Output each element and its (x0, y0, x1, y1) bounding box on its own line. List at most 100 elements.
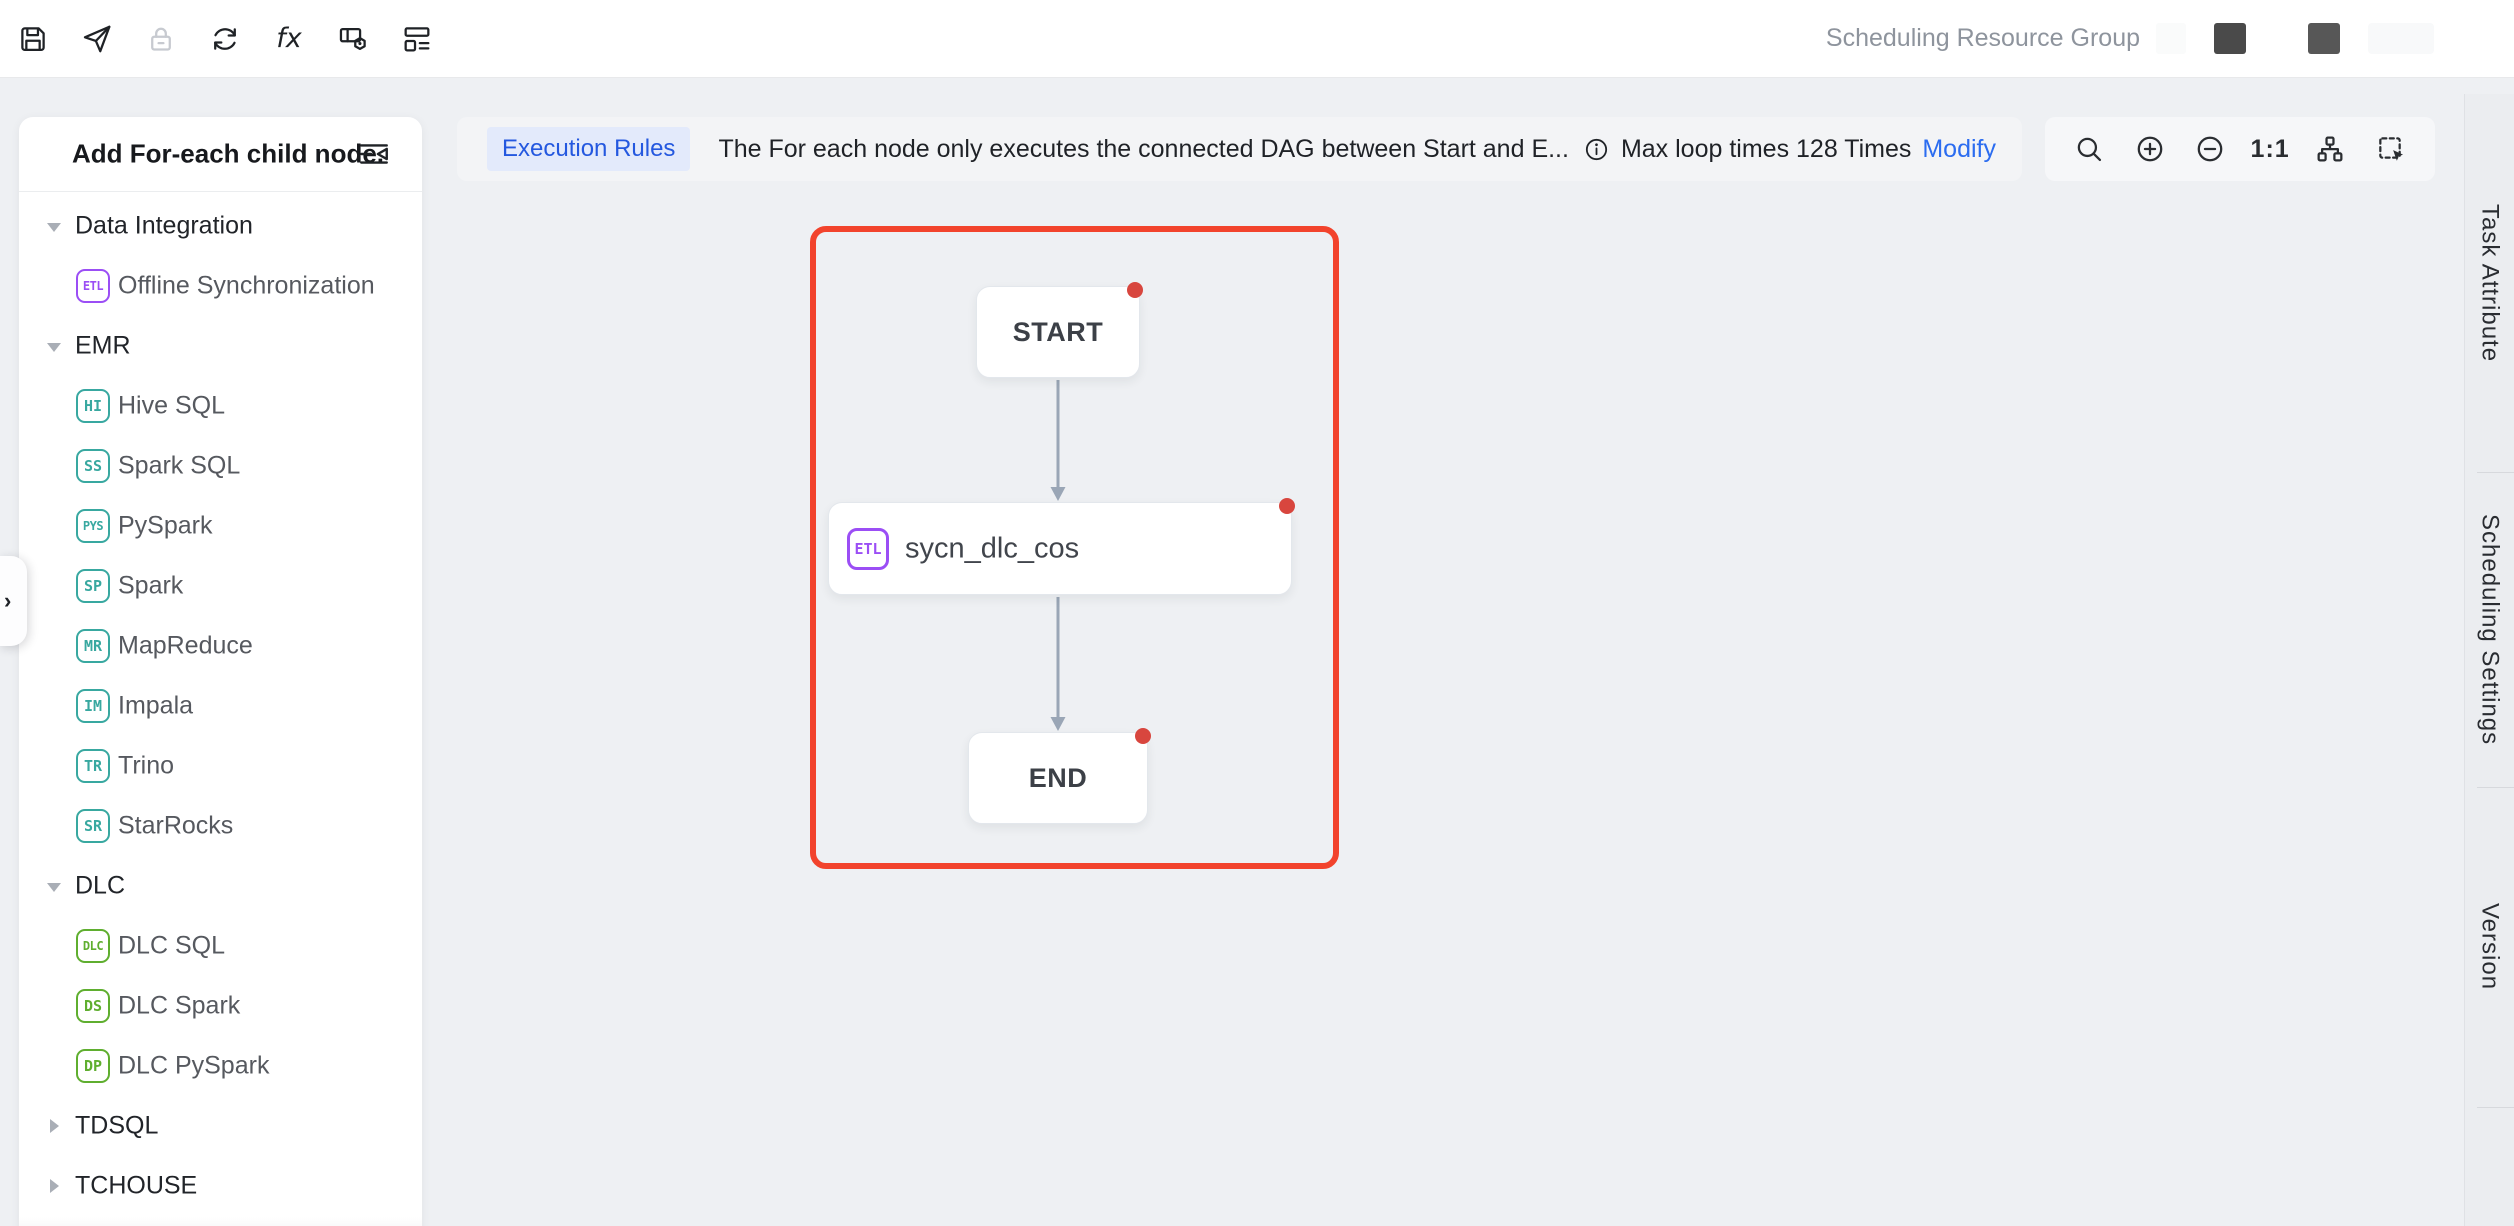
task-node-name: sycn_dlc_cos (905, 532, 1080, 564)
divider (2477, 1107, 2514, 1108)
lock-button[interactable] (138, 16, 184, 62)
item-label: StarRocks (118, 811, 234, 840)
tab-dependencies[interactable]: Dependencies (2465, 1107, 2514, 1226)
sidebar-item-spark-sql[interactable]: SS Spark SQL (19, 436, 422, 496)
function-params-button[interactable]: fx (266, 16, 312, 62)
start-node-label: START (1012, 316, 1104, 347)
sidebar-item-pyspark[interactable]: PYS PySpark (19, 496, 422, 556)
toolbar-icon-group: fx (10, 0, 440, 77)
zoom-in-button[interactable] (2128, 127, 2172, 171)
masked-control-block[interactable] (2214, 23, 2246, 54)
item-label: MapReduce (118, 631, 253, 660)
collapse-panel-icon (360, 144, 388, 164)
refresh-icon (214, 27, 236, 50)
category-label: TDSQL (75, 1111, 159, 1140)
item-label: Spark (118, 571, 184, 600)
sidebar-category-emr[interactable]: EMR (19, 316, 422, 376)
dag-node-end[interactable]: END (968, 728, 1151, 824)
tab-label: Scheduling Settings (2476, 513, 2504, 746)
node-status-dot (1135, 728, 1151, 744)
sidebar-item-dlc-spark[interactable]: DS DLC Spark (19, 976, 422, 1036)
node-type-badge: MR (76, 629, 110, 663)
auto-layout-icon (2317, 136, 2343, 162)
node-type-badge: ETL (76, 269, 110, 303)
node-palette-panel: Add For-each child node. Data Integratio… (19, 117, 422, 1226)
sidebar-item-dlc-sql[interactable]: DLC DLC SQL (19, 916, 422, 976)
sidebar-item-mapreduce[interactable]: MR MapReduce (19, 616, 422, 676)
modify-link[interactable]: Modify (1922, 134, 1996, 163)
caret-down-icon (46, 338, 62, 354)
sidebar-item-impala[interactable]: IM Impala (19, 676, 422, 736)
submit-button[interactable] (74, 16, 120, 62)
masked-control-block[interactable] (2156, 23, 2186, 54)
expand-panel-handle[interactable]: › (0, 556, 27, 646)
scheduling-resource-group-label: Scheduling Resource Group (1825, 24, 2140, 52)
canvas-toolbar: 1:1 (2045, 117, 2435, 181)
node-type-badge: DP (76, 1049, 110, 1083)
item-label: Spark SQL (118, 451, 241, 480)
divider (19, 191, 422, 192)
marquee-select-button[interactable] (2369, 127, 2413, 171)
lock-icon (151, 27, 171, 51)
top-toolbar: fx Scheduling Resource Gr (0, 0, 2514, 78)
sidebar-category-tdsql[interactable]: TDSQL (19, 1096, 422, 1156)
info-icon (1585, 138, 1608, 160)
marquee-select-icon (2378, 137, 2403, 161)
send-icon (83, 25, 111, 52)
topbar-right-group: Scheduling Resource Group (1826, 0, 2434, 77)
sidebar-item-starrocks[interactable]: SR StarRocks (19, 796, 422, 856)
node-type-badge: SS (76, 449, 110, 483)
refresh-button[interactable] (202, 16, 248, 62)
search-node-button[interactable] (2067, 127, 2111, 171)
node-type-badge: IM (76, 689, 110, 723)
auto-layout-button[interactable] (2308, 127, 2352, 171)
save-button[interactable] (10, 16, 56, 62)
node-type-badge: DS (76, 989, 110, 1023)
sidebar-item-dlc-pyspark[interactable]: DP DLC PySpark (19, 1036, 422, 1096)
sidebar-category-tchouse[interactable]: TCHOUSE (19, 1156, 422, 1216)
search-icon (2078, 137, 2102, 162)
item-label: DLC Spark (118, 991, 241, 1020)
max-loop-group: Max loop times 128 Times Modify (1583, 135, 1996, 164)
sidebar-item-trino[interactable]: TR Trino (19, 736, 422, 796)
category-label: TCHOUSE (75, 1171, 198, 1200)
palette-header: Add For-each child node. (19, 117, 422, 191)
sidebar-category-dlc[interactable]: DLC (19, 856, 422, 916)
node-settings-icon (339, 27, 366, 50)
item-label: Offline Synchronization (118, 271, 375, 300)
sidebar-item-spark[interactable]: SP Spark (19, 556, 422, 616)
masked-control-block[interactable] (2308, 23, 2340, 54)
layout-view-button[interactable] (394, 16, 440, 62)
tab-task-attribute[interactable]: Task Attribute (2465, 94, 2514, 472)
save-icon (21, 26, 45, 51)
divider (2477, 472, 2514, 473)
execution-rules-text: The For each node only executes the conn… (718, 134, 1569, 163)
node-config-button[interactable] (330, 16, 376, 62)
etl-badge: ETL (847, 527, 889, 570)
tab-version[interactable]: Version (2465, 787, 2514, 1107)
masked-control-block[interactable] (2368, 23, 2434, 54)
node-type-badge: TR (76, 749, 110, 783)
zoom-out-button[interactable] (2188, 127, 2232, 171)
zoom-reset-button[interactable]: 1:1 (2248, 127, 2292, 171)
right-tab-strip: Task Attribute Scheduling Settings Versi… (2464, 94, 2514, 1226)
sidebar-category-data-integration[interactable]: Data Integration (19, 196, 422, 256)
execution-rules-badge: Execution Rules (487, 127, 691, 171)
foreach-loop-boundary[interactable] (810, 226, 1339, 869)
item-label: PySpark (118, 511, 213, 540)
layout-list-icon (404, 26, 430, 51)
item-label: Hive SQL (118, 391, 225, 420)
item-label: DLC PySpark (118, 1051, 270, 1080)
dag-node-start[interactable]: START (976, 282, 1143, 378)
function-icon: fx (276, 23, 302, 54)
item-label: DLC SQL (118, 931, 225, 960)
item-label: Impala (118, 691, 194, 720)
tab-label: Task Attribute (2476, 203, 2504, 363)
sidebar-item-offline-synchronization[interactable]: ETL Offline Synchronization (19, 256, 422, 316)
tab-scheduling-settings[interactable]: Scheduling Settings (2465, 472, 2514, 787)
sidebar-item-hive-sql[interactable]: HI Hive SQL (19, 376, 422, 436)
collapse-panel-button[interactable] (354, 134, 394, 174)
category-label: DLC (75, 871, 126, 900)
dag-node-task[interactable]: ETL sycn_dlc_cos (828, 498, 1295, 595)
